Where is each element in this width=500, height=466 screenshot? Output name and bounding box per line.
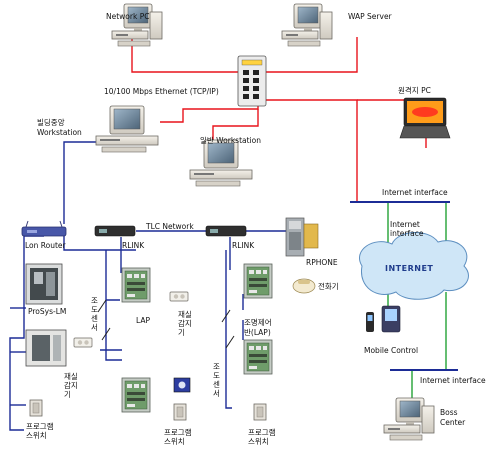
general-ws-label: 일반 Workstation: [200, 136, 261, 145]
workstation-icon[interactable]: [189, 139, 253, 187]
program-switch-icon: [173, 403, 187, 421]
remote-pc-label: 원격지 PC: [398, 86, 431, 95]
internet-interface-label: Internet: [390, 220, 420, 229]
light-sensor-icon: [221, 309, 235, 349]
internet-links: [350, 201, 458, 400]
building-ws-label-2: Workstation: [37, 128, 82, 137]
lap-panel-icon: [121, 267, 151, 303]
lap-panel-icon: [243, 339, 273, 375]
desktop-pc-icon[interactable]: [281, 3, 333, 47]
building-ws-label: 빌딩중앙: [37, 118, 65, 127]
lighting-panel-label-2: 반(LAP): [244, 328, 271, 337]
telephone-icon: [292, 278, 316, 294]
network-pc-label: Network PC: [106, 12, 150, 21]
occupancy-sensor-label: 재실감지기: [64, 372, 78, 399]
internet-cloud-icon: [359, 232, 469, 300]
laptop-icon[interactable]: [399, 97, 451, 139]
workstation-icon[interactable]: [95, 105, 159, 153]
internet-interface-label-2: interface: [390, 229, 424, 238]
rlink-label: RLINK: [232, 241, 255, 250]
wap-server-label: WAP Server: [348, 12, 392, 21]
boss-center-label-2: Center: [440, 418, 466, 427]
light-sensor-label: 조도센서: [91, 296, 98, 332]
mobile-control-label: Mobile Control: [364, 346, 419, 355]
light-sensor-icon: [97, 299, 111, 341]
light-sensor-label: 조도센서: [213, 362, 220, 398]
pda-icon: [381, 305, 401, 333]
mobile-phone-icon: [366, 312, 374, 332]
lon-router-icon: [21, 220, 67, 237]
internet-interface-label: Internet interface: [382, 188, 448, 197]
rlink-icon: [205, 225, 247, 237]
internet-interface-label: Internet interface: [420, 376, 486, 385]
desktop-pc-icon[interactable]: [383, 397, 435, 441]
ethernet-label: 10/100 Mbps Ethernet (TCP/IP): [104, 87, 219, 96]
ethernet-links: [131, 37, 427, 202]
telephone-label: 전화기: [318, 282, 339, 291]
occupancy-sensor-icon: [73, 337, 93, 348]
rlink-label: RLINK: [122, 241, 145, 250]
program-switch-icon: [253, 403, 267, 421]
rlink-icon: [94, 225, 136, 237]
tlc-network-label: TLC Network: [146, 222, 194, 231]
prosys-label: ProSys-LM: [28, 307, 67, 316]
cabinet-icon: [25, 329, 67, 367]
desktop-pc-icon[interactable]: [111, 3, 163, 47]
occupancy-sensor-icon: [173, 377, 191, 393]
program-switch-label: 프로그램스위치: [164, 428, 192, 446]
cabinet-icon: [25, 263, 63, 305]
occupancy-sensor-icon: [169, 291, 189, 302]
boss-center-label: Boss: [440, 408, 458, 417]
rphone-label: RPHONE: [306, 258, 338, 267]
lap-label: LAP: [136, 316, 151, 325]
program-switch-label: 프로그램스위치: [26, 422, 54, 440]
ethernet-hub-icon: [237, 55, 267, 107]
internet-label: INTERNET: [385, 264, 434, 273]
lon-router-label: Lon Router: [25, 241, 66, 250]
program-switch-label: 프로그램스위치: [248, 428, 276, 446]
rphone-icon: [285, 217, 319, 257]
occupancy-sensor-label: 재실감지기: [178, 310, 192, 337]
lap-panel-icon: [243, 263, 273, 299]
program-switch-icon: [29, 399, 43, 417]
lap-panel-icon: [121, 377, 151, 413]
lighting-panel-label: 조명제어: [244, 318, 272, 327]
